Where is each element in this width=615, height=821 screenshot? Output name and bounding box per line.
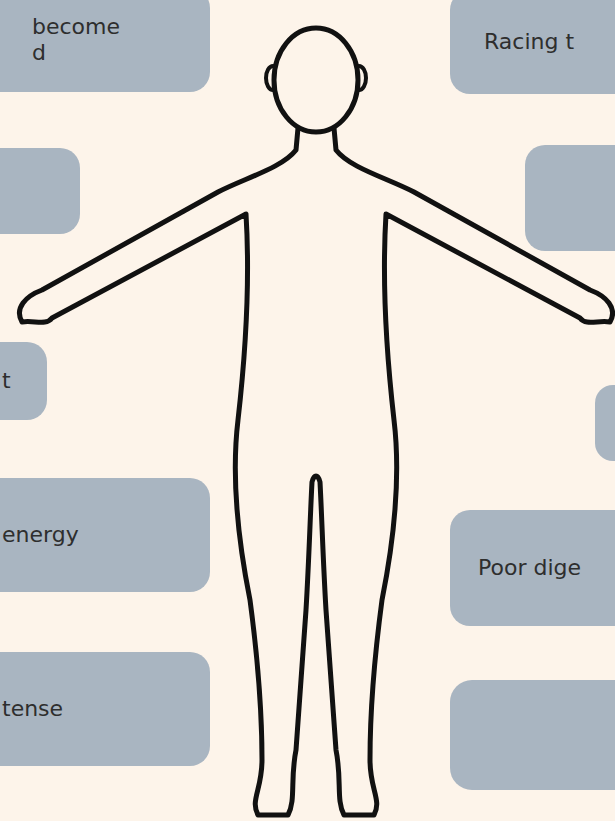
- empty-box: [525, 145, 615, 251]
- symptom-box: energy: [0, 478, 210, 592]
- symptom-text: Racing t: [484, 29, 574, 55]
- empty-box: [595, 385, 615, 461]
- symptom-box: Racing t: [450, 0, 615, 94]
- symptom-text: tense: [2, 696, 63, 722]
- symptom-box: t: [0, 342, 47, 420]
- symptom-text: become d: [32, 14, 122, 66]
- empty-box: [450, 680, 615, 790]
- symptom-box: tense: [0, 652, 210, 766]
- symptom-box: Poor dige: [450, 510, 615, 626]
- symptom-box: become d: [0, 0, 210, 92]
- symptom-text: t: [2, 368, 11, 394]
- head: [274, 28, 358, 132]
- symptom-text: energy: [2, 522, 79, 548]
- symptom-text: Poor dige: [478, 555, 581, 581]
- empty-box: [0, 148, 80, 234]
